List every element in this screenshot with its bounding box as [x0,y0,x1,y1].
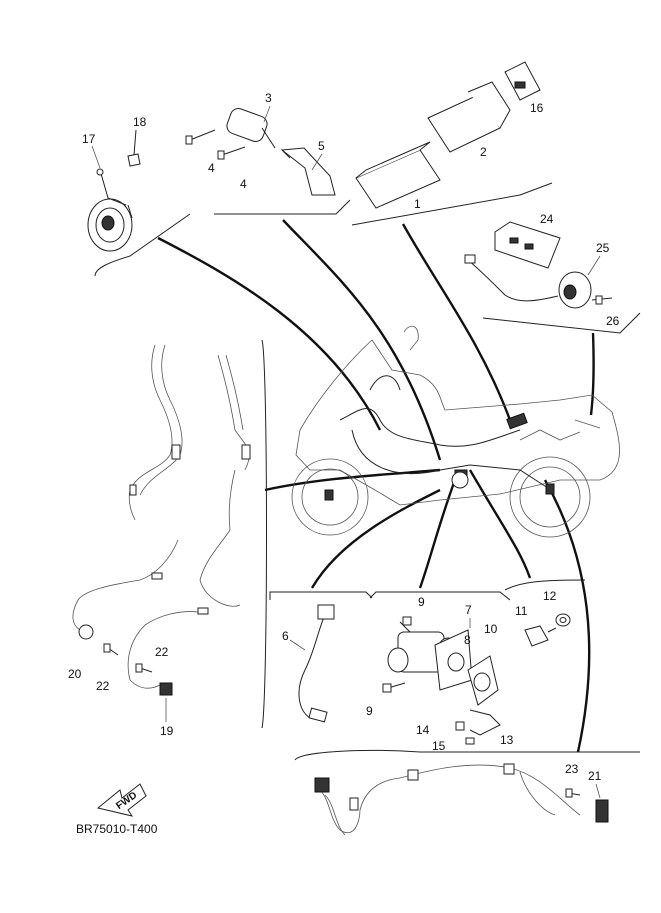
callout-16: 16 [530,101,544,115]
callout-8: 8 [464,633,471,647]
callout-15: 15 [432,739,446,753]
sensor-11-washer-12 [524,613,571,647]
callout-26: 26 [606,314,620,328]
callout-9a: 9 [418,595,425,609]
callout-18: 18 [133,115,147,129]
lamp-25 [464,254,592,309]
callout-7: 7 [465,603,472,617]
callout-25: 25 [596,241,610,255]
relay-3 [226,108,276,149]
callout-22a: 22 [155,645,169,659]
callout-13: 13 [500,733,514,747]
callout-1: 1 [414,197,421,211]
callout-12: 12 [543,589,557,603]
rear-sensor-lead [314,763,609,836]
screw-4b [217,146,246,160]
callout-numbers: 3 4 4 5 18 17 16 2 1 24 25 26 6 9 7 8 10… [68,91,620,799]
cap-5 [280,147,336,196]
cover-2 [427,81,511,153]
screw-26 [591,295,613,305]
callout-19: 19 [160,724,174,738]
lens-24 [494,221,561,269]
unit-1 [355,141,441,209]
vehicle-outline [291,325,620,538]
callout-9b: 9 [366,704,373,718]
callout-3: 3 [265,91,272,105]
leader-lines [157,219,595,753]
callout-4b: 4 [240,177,247,191]
drawing-code: BR75010-T400 [76,822,158,836]
callout-24: 24 [540,212,554,226]
callout-11: 11 [515,604,528,618]
horn-part [87,168,133,252]
callout-20: 20 [68,667,82,681]
coupler-16 [504,61,541,101]
front-sensor-harness [72,344,251,696]
callout-17: 17 [82,132,96,146]
callout-10: 10 [484,622,498,636]
callout-23: 23 [565,762,579,776]
group-frames [94,182,641,761]
bolt-18 [127,129,141,167]
callout-21: 21 [588,769,602,783]
sensor-lead-6 [298,604,335,723]
callout-2: 2 [480,145,487,159]
callout-6: 6 [282,629,289,643]
callout-22b: 22 [96,679,110,693]
callout-4a: 4 [208,161,215,175]
callout-5: 5 [318,139,325,153]
callout-14: 14 [416,723,430,737]
screw-4a [185,129,216,145]
fwd-arrow-icon: FWD [96,783,147,817]
sensor-group [382,616,501,745]
